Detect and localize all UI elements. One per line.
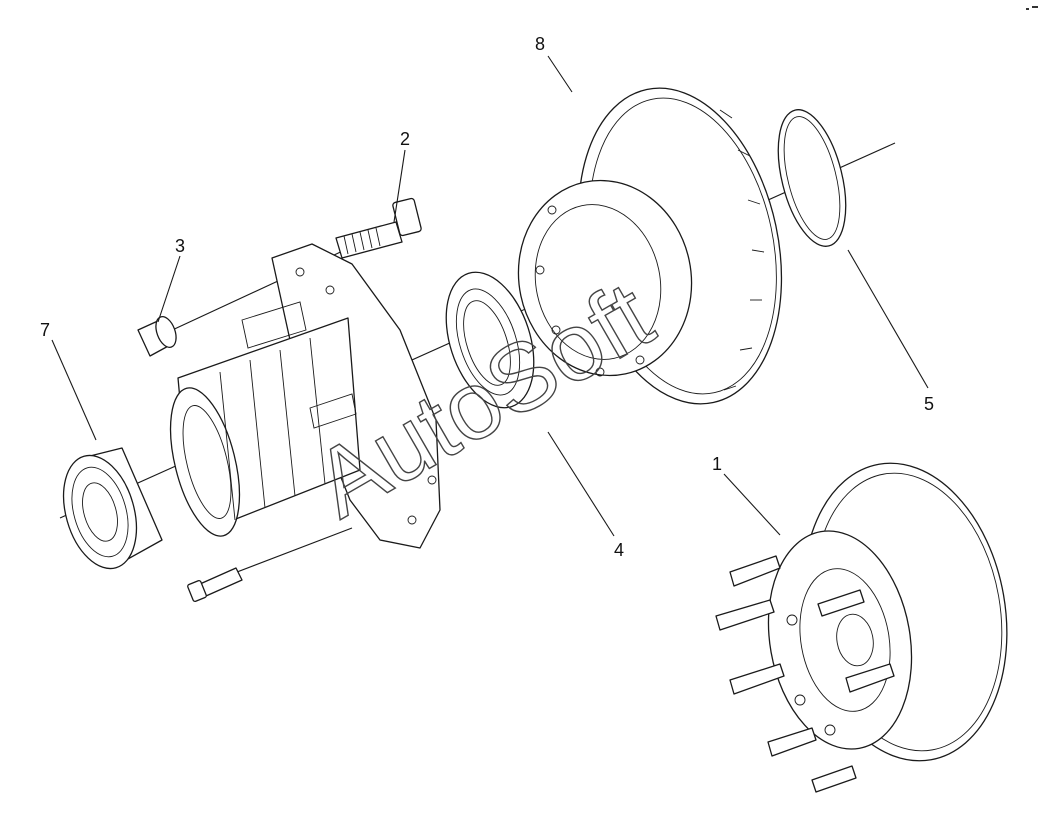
callout-7: 7 — [40, 320, 50, 340]
callout-8: 8 — [535, 34, 545, 54]
callout-2: 2 — [400, 129, 410, 149]
callout-5: 5 — [924, 394, 934, 414]
part-8-brake-disc — [517, 87, 783, 405]
part-7-outer-bearing — [62, 447, 163, 570]
part-2-wheel-stud — [335, 197, 422, 259]
callout-4: 4 — [614, 540, 624, 560]
leader-lines — [51, 55, 929, 537]
part-4-bearing — [445, 271, 535, 409]
callout-3: 3 — [175, 236, 185, 256]
part-1-hub-assembly — [715, 462, 1008, 793]
corner-mark — [1026, 6, 1038, 10]
callouts: 1 2 3 4 5 7 8 — [40, 34, 934, 560]
part-5-seal-ring — [777, 109, 847, 247]
hub-body — [169, 243, 441, 549]
callout-1: 1 — [712, 454, 722, 474]
bolt — [187, 567, 243, 603]
part-3-nut — [137, 316, 177, 357]
